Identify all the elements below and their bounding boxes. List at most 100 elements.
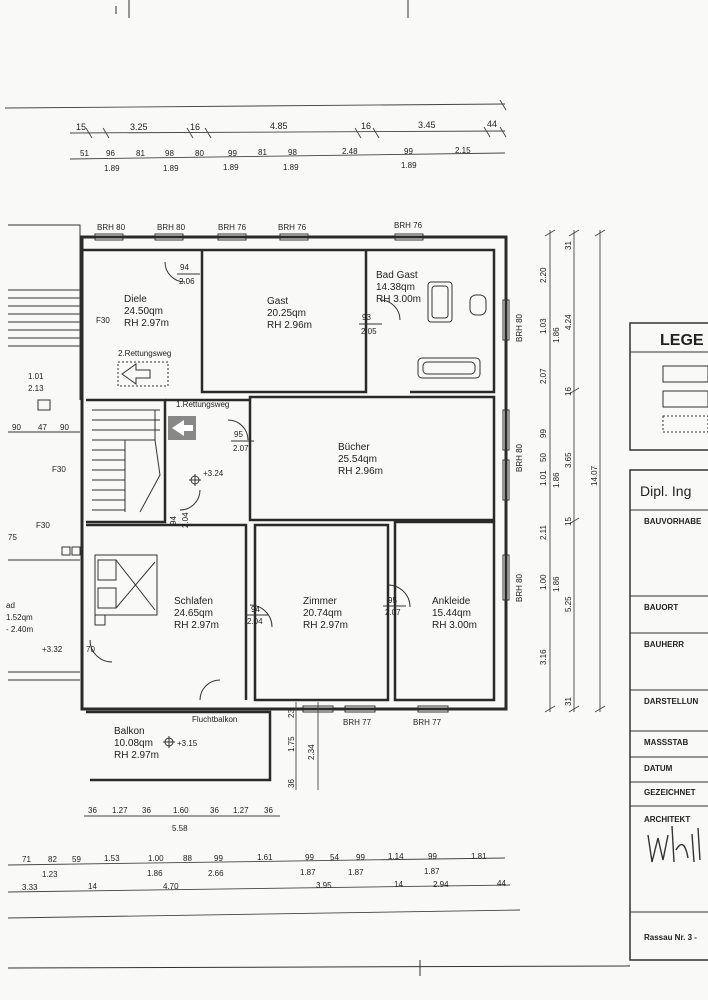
left-room-name: ad: [6, 601, 15, 610]
room-schlafen-area: 24.65qm: [174, 608, 213, 619]
room-gast-name: Gast: [267, 296, 288, 307]
door-2-width: 93: [362, 313, 371, 322]
legend-title: LEGE: [660, 332, 704, 349]
room-balkon: Balkon 10.08qm RH 2.97m: [114, 726, 159, 761]
legend-row-bauvorhaben: BAUVORHABE: [644, 517, 702, 526]
architect-signature: [647, 825, 701, 863]
interior-walls: [82, 248, 496, 782]
dim-top2b-2: 1.89: [223, 163, 239, 172]
dim-top2b-4: 1.89: [401, 161, 417, 170]
legend-row-bauherr: BAUHERR: [644, 640, 684, 649]
room-diele-height: RH 2.97m: [124, 318, 169, 329]
door-labels: 94 2.06 93 2.05 95 2.07 94 2.04 94 2.04 …: [169, 263, 406, 626]
room-buecher-name: Bücher: [338, 442, 370, 453]
brh-top-2: BRH 80: [157, 223, 186, 232]
dim-bot2-0: 3.33: [22, 883, 38, 892]
dim-left-b-2: 90: [60, 423, 69, 432]
room-bad-gast: Bad Gast 14.38qm RH 3.00m: [376, 270, 421, 305]
dim-top1-4: 16: [361, 121, 371, 131]
room-badgast-area: 14.38qm: [376, 282, 415, 293]
dim-bot1-1: 82: [48, 855, 57, 864]
dim-bot1-11: 1.14: [388, 852, 404, 861]
dim-right-a-8: 2.11: [539, 524, 548, 540]
dim-balkon-h-1: 1.27: [112, 806, 128, 815]
dim-top2b-1: 1.89: [163, 164, 179, 173]
dim-right-b-3: 3.65: [564, 452, 573, 468]
dim-right-b-6: 31: [564, 697, 573, 706]
door-5-width: 94: [251, 605, 260, 614]
dim-left-a-0: 1.01: [28, 372, 44, 381]
legend-row-massstab: MASSSTAB: [644, 738, 689, 747]
label-f30-3: F30: [36, 521, 50, 530]
door-4-height: 2.04: [181, 512, 190, 528]
room-zimmer: Zimmer 20.74qm RH 2.97m: [303, 596, 348, 631]
level-marker-icons: [163, 474, 201, 748]
top-dimensions: 15 3.25 16 4.85 16 3.45 44 51 96 81 98 8…: [4, 99, 507, 173]
dim-bot1-6: 99: [214, 854, 223, 863]
brh-right-1: BRH 80: [515, 313, 524, 342]
left-room-area: 1.52qm: [6, 613, 33, 622]
dim-top2-9: 99: [404, 147, 413, 156]
brh-right-3: BRH 80: [515, 573, 524, 602]
dim-bot2-4: 14: [394, 880, 403, 889]
dim-right-b-2: 16: [564, 387, 573, 396]
dim-balkon-h-4: 36: [210, 806, 219, 815]
dim-right-a-11: 3.16: [539, 649, 548, 665]
room-buecher: Bücher 25.54qm RH 2.96m: [338, 442, 383, 477]
dim-top2b-3: 1.89: [283, 163, 299, 172]
legend-row-darstellung: DARSTELLUN: [644, 697, 698, 706]
dim-bot1b-4: 1.87: [348, 868, 364, 877]
dim-bot1b-0: 1.23: [42, 870, 58, 879]
label-f30-1: F30: [96, 316, 110, 325]
right-dimensions: 2.20 1.03 1.86 2.07 99 50 1.01 1.86 2.11…: [539, 229, 606, 713]
dim-balkon-h-6: 36: [264, 806, 273, 815]
room-gast-area: 20.25qm: [267, 308, 306, 319]
door-5-height: 2.04: [247, 617, 263, 626]
room-ankleide-height: RH 3.00m: [432, 620, 477, 631]
brh-top-4: BRH 76: [278, 223, 307, 232]
dim-right-a-6: 1.01: [539, 470, 548, 486]
door-4-width: 94: [169, 516, 178, 525]
level-70: 70: [86, 645, 95, 654]
dim-top1-1: 3.25: [130, 122, 148, 132]
adjacent-building-left: [8, 224, 81, 681]
dim-right-a-1: 1.03: [539, 318, 548, 334]
dim-top2-0: 51: [80, 149, 89, 158]
legend-footer: Rassau Nr. 3 -: [644, 933, 697, 942]
dim-bot1-8: 99: [305, 853, 314, 862]
dim-top1-6: 44: [487, 119, 497, 129]
bottom-dimensions: 71 82 59 1.53 1.00 88 99 1.61 99 54 99 1…: [7, 852, 631, 976]
dim-top2b-0: 1.89: [104, 164, 120, 173]
level-332: +3.32: [42, 645, 63, 654]
label-rettung2: 2.Rettungsweg: [118, 349, 171, 358]
dim-balkon-v-0: 23: [287, 709, 296, 718]
dim-bot1b-5: 1.87: [424, 867, 440, 876]
label-rettung1: 1.Rettungsweg: [176, 400, 229, 409]
dim-right-a-9: 1.00: [539, 574, 548, 590]
dim-right-total: 14.07: [590, 465, 599, 486]
door-6-width: 95: [388, 596, 397, 605]
dim-top1-5: 3.45: [418, 120, 436, 130]
brh-bottom-2: BRH 77: [413, 718, 442, 727]
label-fluchtbalkon: Fluchtbalkon: [192, 715, 237, 724]
dim-bot1-0: 71: [22, 855, 31, 864]
room-schlafen: Schlafen 24.65qm RH 2.97m: [174, 596, 219, 631]
room-schlafen-height: RH 2.97m: [174, 620, 219, 631]
dim-top2-7: 98: [288, 148, 297, 157]
dim-top2-1: 96: [106, 149, 115, 158]
dim-bot1-12: 99: [428, 852, 437, 861]
door-3-width: 95: [234, 430, 243, 439]
bed: [94, 554, 158, 626]
dim-top1-2: 16: [190, 122, 200, 132]
dim-balkon-total: 5.58: [172, 824, 188, 833]
dim-bot1-3: 1.53: [104, 854, 120, 863]
dim-bot2-2: 4.70: [163, 882, 179, 891]
room-badgast-name: Bad Gast: [376, 270, 418, 281]
exit-arrow-icon-2: [117, 361, 169, 387]
dim-left-b-1: 47: [38, 423, 47, 432]
dim-right-a-7: 1.86: [552, 472, 561, 488]
dim-top1-3: 4.85: [270, 121, 288, 131]
left-room-height: - 2.40m: [6, 625, 33, 634]
dim-bot2-1: 14: [88, 882, 97, 891]
